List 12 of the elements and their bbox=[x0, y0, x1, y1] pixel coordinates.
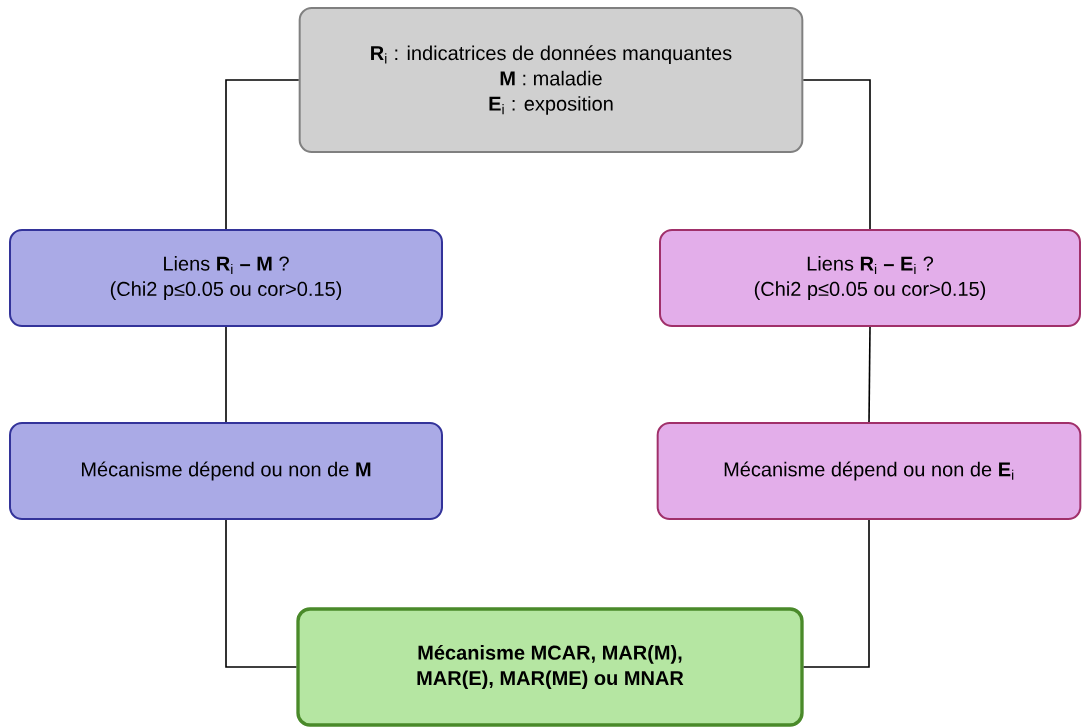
result-box: Mécanisme MCAR, MAR(M), MAR(E), MAR(ME) ou MNAR bbox=[296, 607, 804, 727]
question-box: Liens R$_{i}$ – E$_{i}$ ? (Chi2 p≤0.05 ou cor>0.15) bbox=[659, 229, 1081, 327]
legend-box: R$_{i}$ : indicatrices de données manquantes M : maladie E$_{i}$ : exposition bbox=[298, 7, 804, 153]
connector-line bbox=[225, 519, 298, 668]
connector-line bbox=[868, 326, 871, 423]
connector-line bbox=[225, 79, 300, 230]
question-box: Liens R$_{i}$ – M ? (Chi2 p≤0.05 ou cor>0.15) bbox=[9, 229, 443, 327]
connector-line bbox=[225, 326, 227, 423]
connector-line bbox=[802, 519, 870, 668]
connector-line bbox=[802, 79, 871, 230]
process-box: Mécanisme dépend ou non de M bbox=[9, 422, 443, 520]
process-box: Mécanisme dépend ou non de E$_{i}$ bbox=[656, 422, 1082, 520]
